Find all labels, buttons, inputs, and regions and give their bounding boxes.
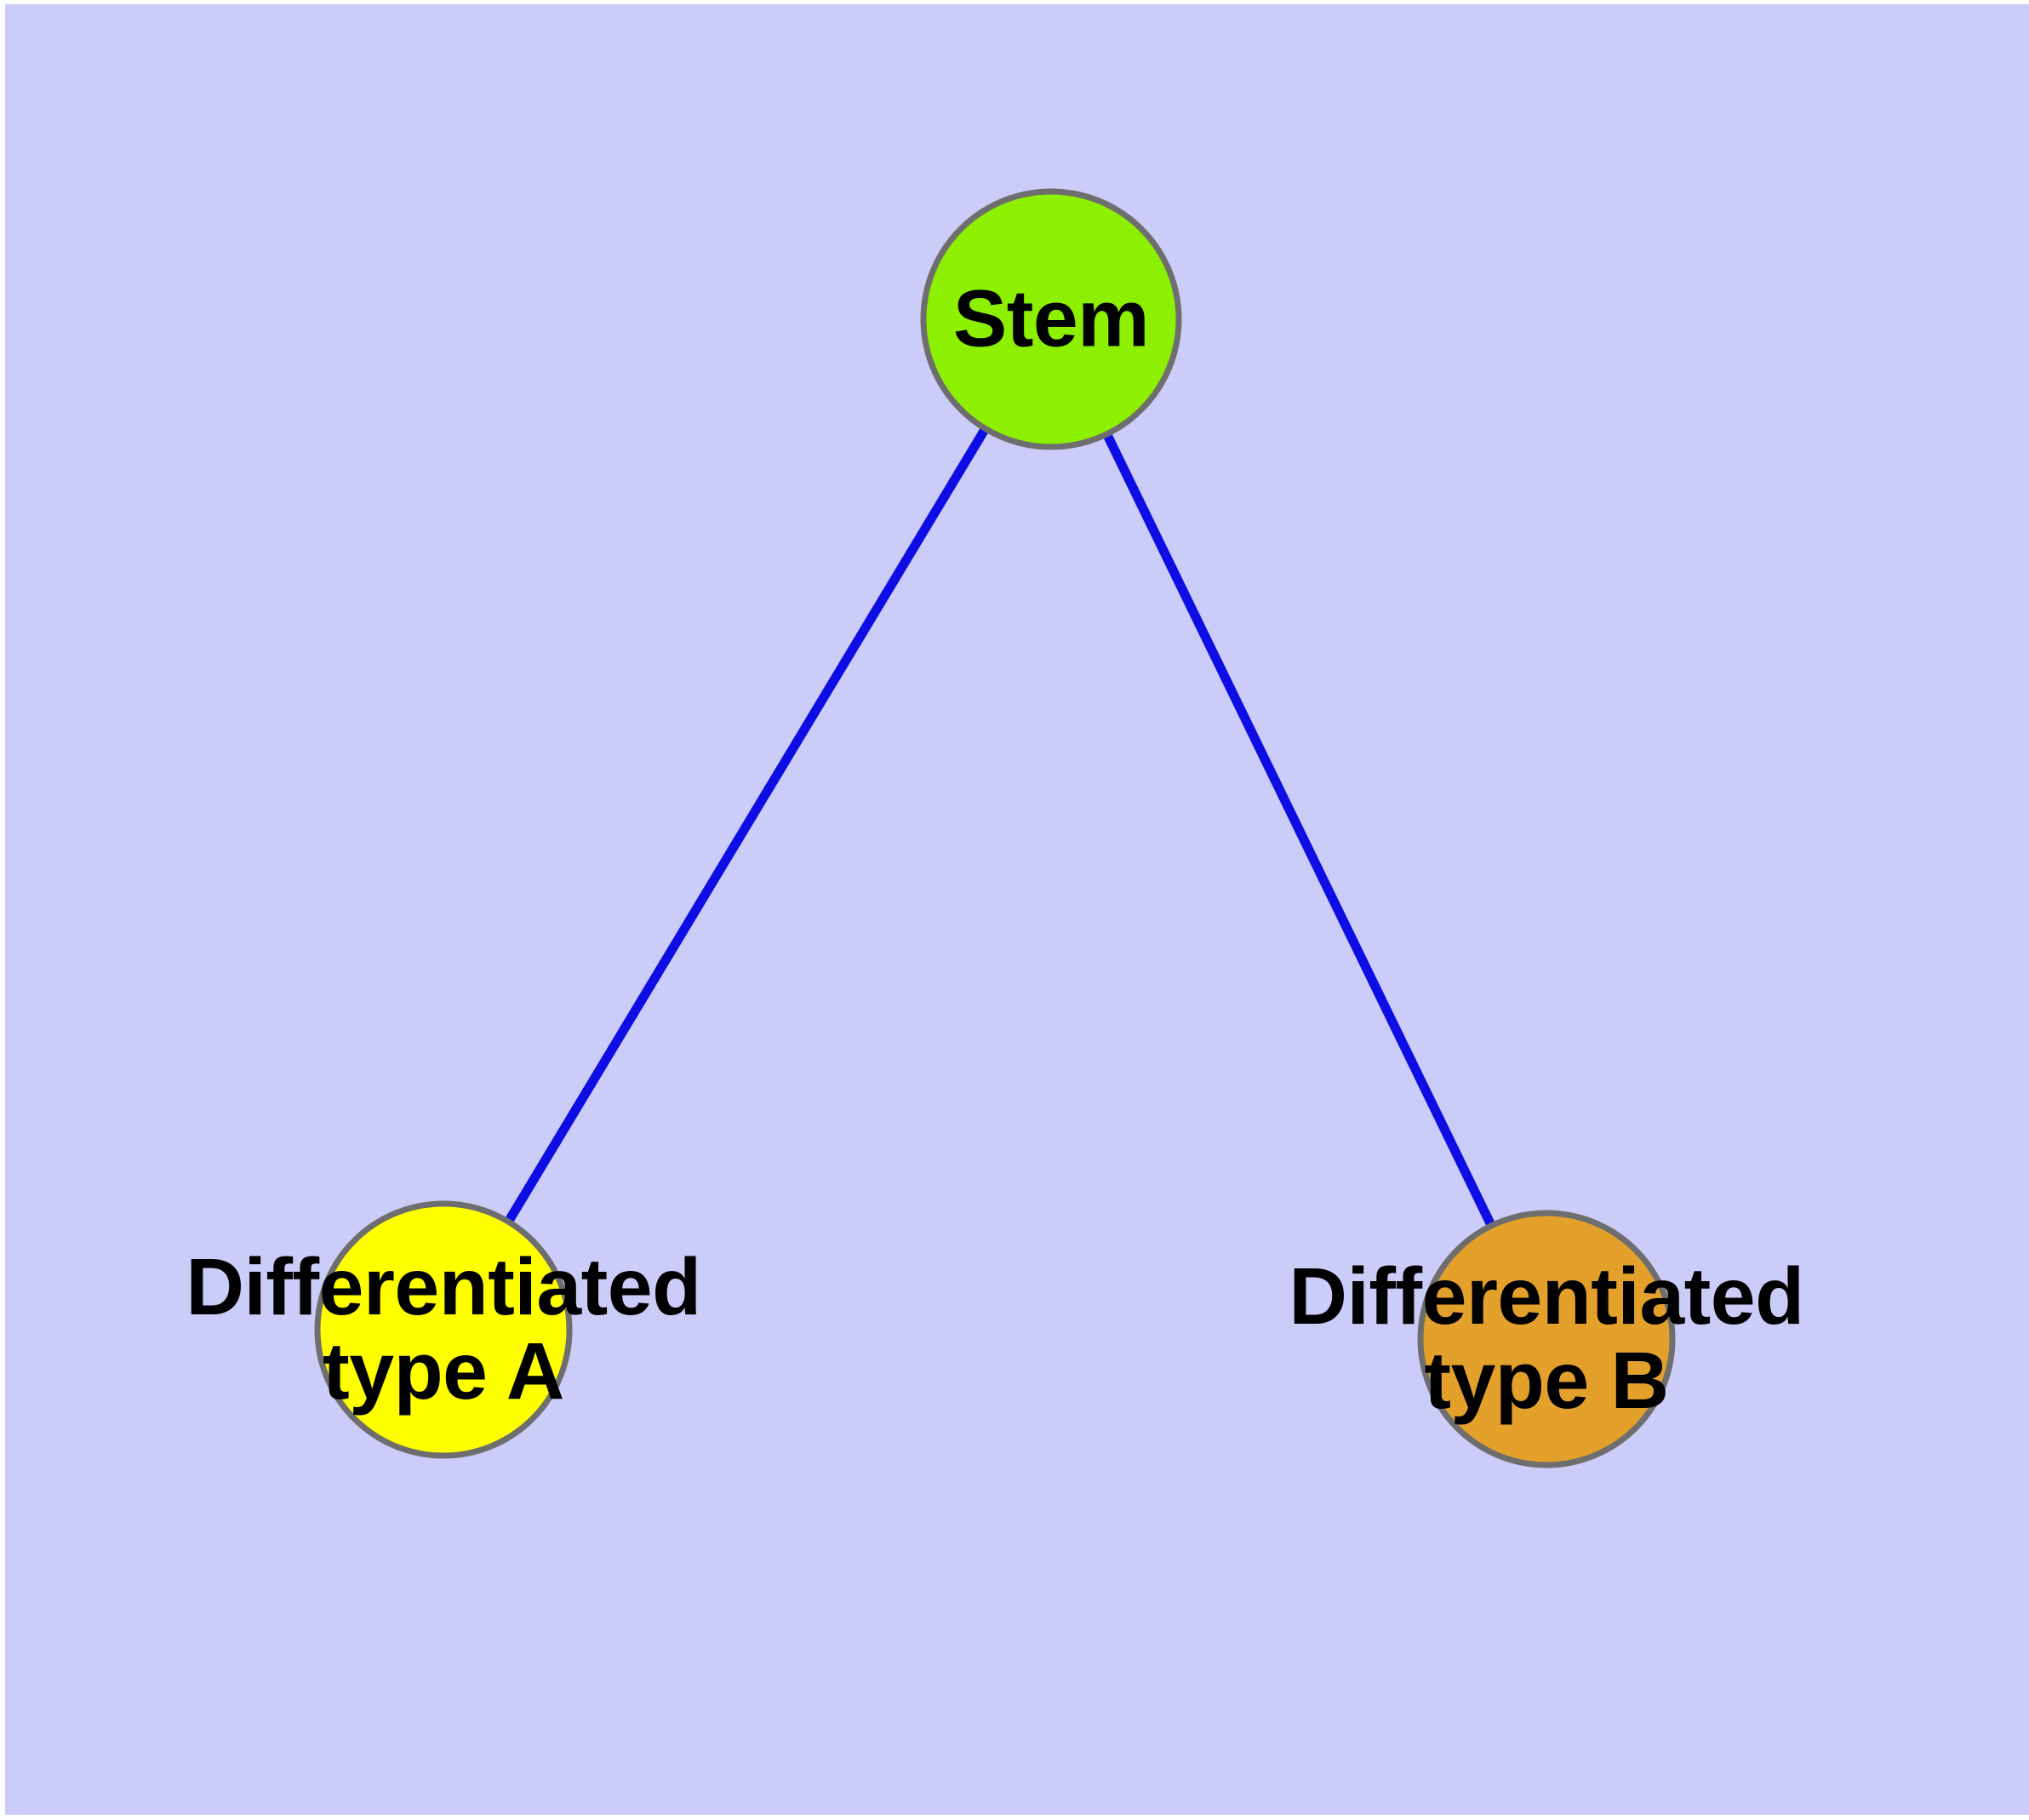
graph-node-stem[interactable] <box>920 188 1182 450</box>
graph-edge[interactable] <box>505 427 989 1223</box>
graph-node-diff_a[interactable] <box>314 1200 573 1459</box>
graph-edge[interactable] <box>1103 433 1495 1227</box>
edge-layer <box>505 427 1495 1227</box>
node-layer <box>314 188 1676 1468</box>
graph-node-diff_b[interactable] <box>1417 1210 1676 1468</box>
